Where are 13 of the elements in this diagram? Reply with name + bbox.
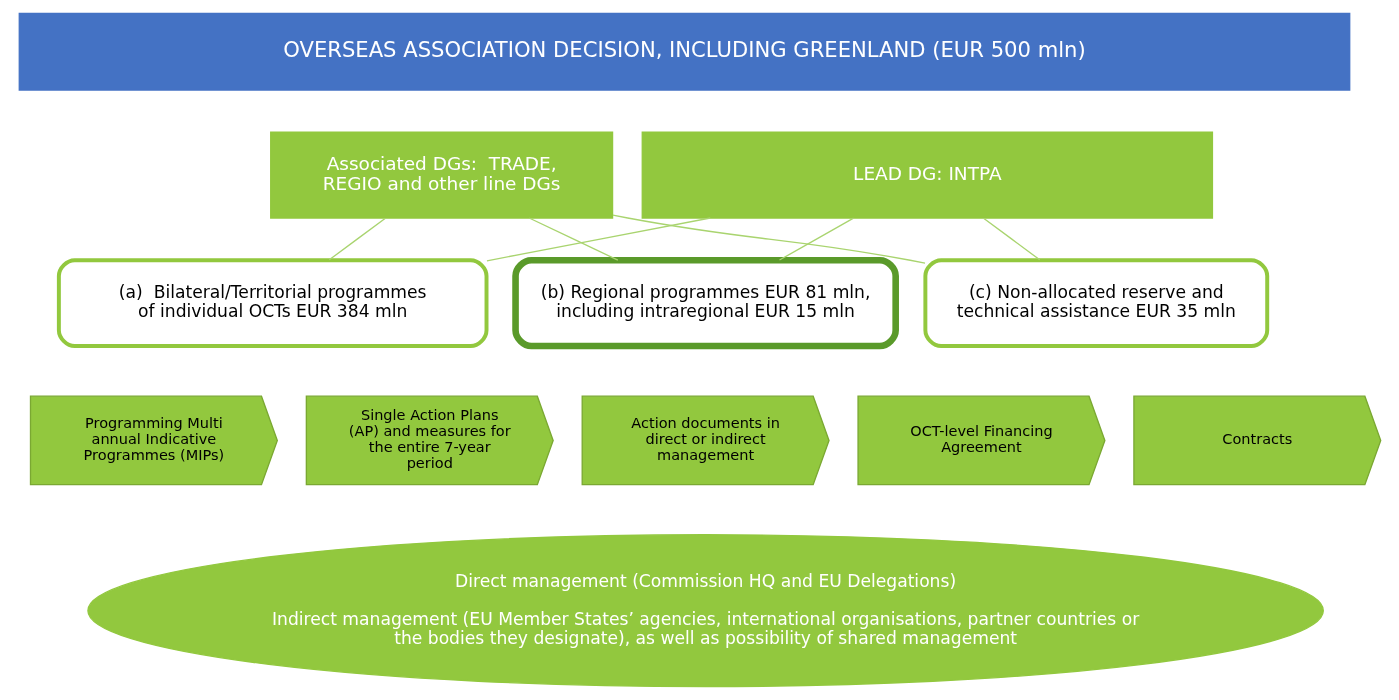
connector — [611, 214, 926, 264]
node-box: (a) Bilateral/Territorial programmes of individual OCTs EUR 384 mln — [56, 258, 488, 349]
node-box: LEAD DG: INTPA — [641, 131, 1213, 219]
node-box: (b) Regional programmes EUR 81 mln, including intraregional EUR 15 mln — [511, 256, 899, 350]
node-box: Associated DGs: TRADE, REGIO and other line DGs — [269, 131, 613, 219]
connector — [778, 217, 854, 261]
connector — [528, 217, 618, 261]
node-box: OVERSEAS ASSOCIATION DECISION, INCLUDING GREENLAND (EUR 500 mln) — [18, 12, 1350, 91]
connector — [328, 217, 386, 261]
node-ellipse: Direct management (Commission HQ and EU Delegations) Indirect management (EU Member States’ agencies, international organisations, partner countries or the bodies they designate), as well as possibility of shared management — [86, 534, 1324, 688]
connector — [982, 217, 1040, 261]
connector — [485, 217, 711, 262]
node-box: (c) Non-allocated reserve and technical assistance EUR 35 mln — [922, 258, 1269, 349]
